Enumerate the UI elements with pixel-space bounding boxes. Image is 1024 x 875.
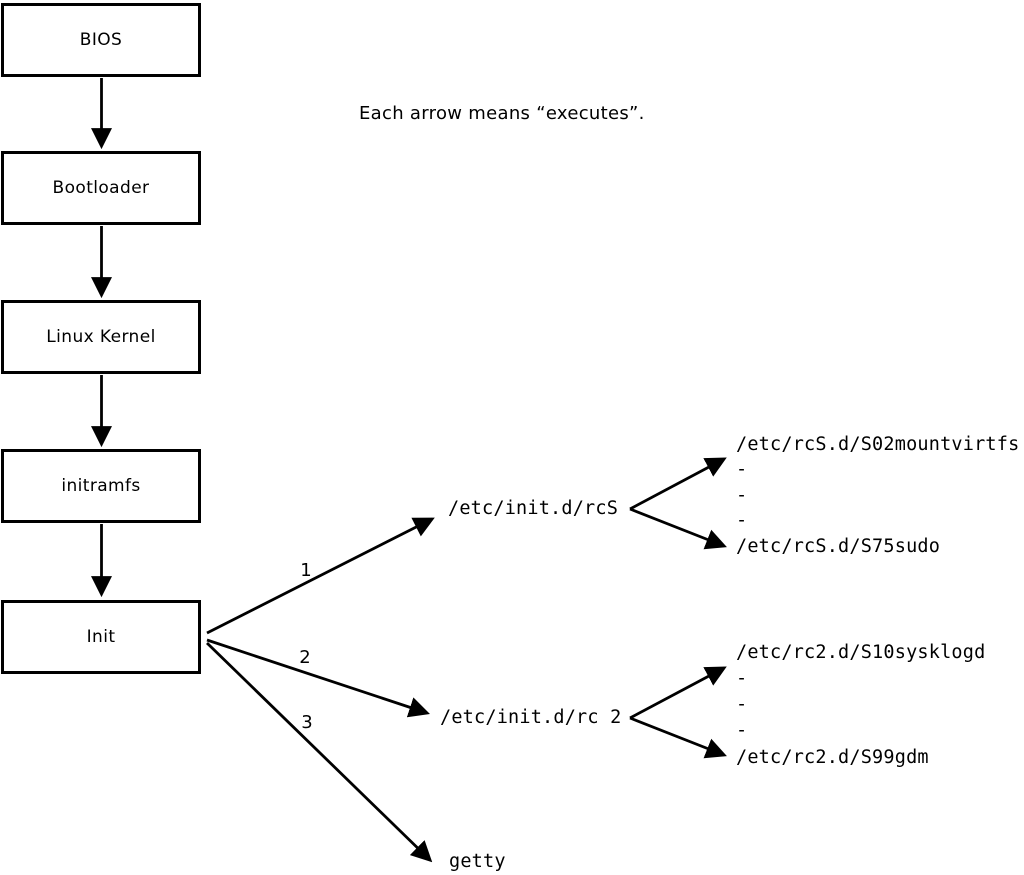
rc2-child-line: - [736, 719, 748, 741]
rcs-child-line: - [736, 458, 748, 480]
rc2-child-line: /etc/rc2.d/S99gdm [736, 746, 929, 768]
edge-label-3: 3 [301, 712, 313, 733]
arrow-rc2-to-s10sysklogd [629, 666, 727, 720]
target-rc2: /etc/init.d/rc 2 [440, 706, 622, 728]
arrow-init-to-rc2 [206, 638, 430, 718]
edge-label-2: 2 [299, 647, 311, 668]
rc2-child-line: - [736, 693, 748, 715]
rc2-child-line: /etc/rc2.d/S10sysklogd [736, 641, 986, 663]
target-rcs: /etc/init.d/rcS [448, 497, 619, 519]
node-linux-kernel: Linux Kernel [1, 300, 201, 374]
arrow-rc2-to-s99gdm [629, 716, 727, 759]
rcs-child-line: /etc/rcS.d/S02mountvirtfs [736, 433, 1020, 455]
caption: Each arrow means “executes”. [359, 103, 645, 124]
arrow-rcs-to-s02mountvirtfs [629, 457, 727, 511]
rc2-child-line: - [736, 667, 748, 689]
rcs-child-line: /etc/rcS.d/S75sudo [736, 535, 941, 557]
rcs-child-line: - [736, 509, 748, 531]
arrow-init-to-getty [206, 641, 433, 863]
arrow-init-to-rcs [206, 517, 435, 635]
node-bootloader: Bootloader [1, 151, 201, 225]
node-init: Init [1, 600, 201, 674]
node-initramfs: initramfs [1, 449, 201, 523]
node-bios: BIOS [1, 3, 201, 77]
target-getty: getty [449, 850, 506, 872]
arrow-rcs-to-s75sudo [629, 507, 727, 550]
edge-label-1: 1 [300, 560, 312, 581]
rcs-child-line: - [736, 484, 748, 506]
